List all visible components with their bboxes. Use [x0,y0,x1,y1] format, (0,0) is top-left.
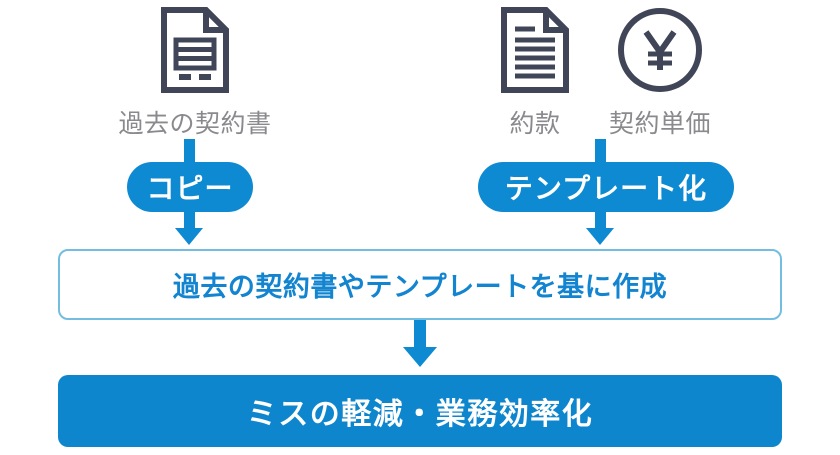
document-lined-icon [499,6,571,94]
action-badge-copy[interactable]: コピー [127,162,253,212]
process-box-label: 過去の契約書やテンプレートを基に作成 [172,272,668,302]
connector-terms-to-templatize [595,139,606,167]
source-label-past-contract: 過去の契約書 [118,110,272,138]
yen-circle-icon [617,6,703,94]
source-node-past-contract: 過去の契約書 [70,6,320,140]
source-label-unit-price: 契約単価 [608,110,711,138]
arrow-copy-to-process-stem [184,207,195,231]
result-box: ミスの軽減・業務効率化 [58,375,782,447]
arrow-copy-to-process-head [175,228,203,245]
source-node-unit-price: 契約単価 [595,6,725,140]
action-badge-copy-label: コピー [146,173,234,204]
arrow-process-to-result-head [403,347,437,367]
arrow-process-to-result-stem [414,320,426,350]
connector-past-contract-to-copy [184,139,195,167]
action-badge-templatize[interactable]: テンプレート化 [478,162,734,212]
source-label-terms: 約款 [509,110,561,138]
action-badge-templatize-label: テンプレート化 [504,173,708,204]
arrow-templatize-to-process-stem [595,207,606,231]
document-with-table-icon [159,6,231,94]
result-box-label: ミスの軽減・業務効率化 [246,398,594,431]
source-node-terms: 約款 [470,6,600,140]
process-box: 過去の契約書やテンプレートを基に作成 [58,249,782,320]
arrow-templatize-to-process-head [586,228,614,245]
